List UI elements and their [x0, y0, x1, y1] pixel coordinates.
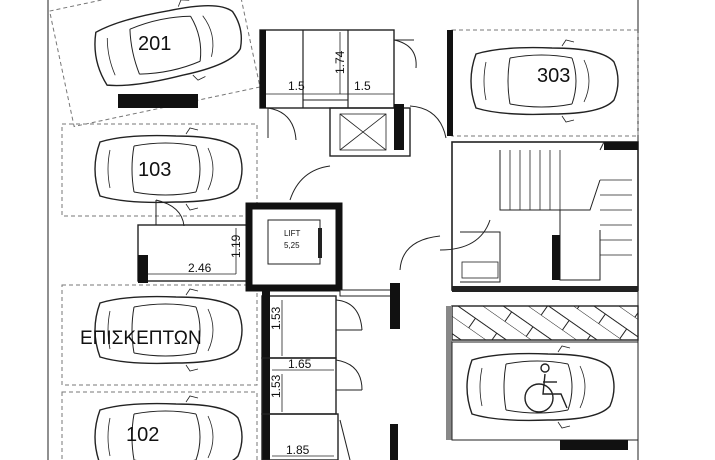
- space-label-303: 303: [537, 65, 570, 87]
- storage-middle: 1.53: [261, 288, 363, 460]
- door-swing-icon: [335, 299, 363, 331]
- dim-storage-bottom-width: 1.85: [286, 443, 310, 457]
- dim-room-left-height: 1.19: [229, 234, 243, 258]
- service-shaft: [289, 104, 447, 201]
- parking-space-visitors: ΕΠΙΣΚΕΠΤΩΝ: [61, 284, 258, 386]
- dim-storage-low-height: 1.53: [269, 374, 283, 398]
- lift: LIFT 5,25: [245, 202, 343, 292]
- lift-size: 5,25: [284, 241, 300, 250]
- car-icon: [466, 345, 615, 429]
- dim-storage-mid-height: 1.53: [269, 306, 283, 330]
- space-label-visitors: ΕΠΙΣΚΕΠΤΩΝ: [80, 328, 202, 349]
- door-swing-icon: [267, 107, 297, 141]
- space-label-201: 201: [138, 33, 171, 55]
- car-icon: [94, 395, 243, 460]
- space-label-102: 102: [126, 424, 159, 446]
- storage-low: 1.65 1.53: [261, 357, 363, 415]
- wheelchair-icon: [524, 363, 568, 413]
- dim-storage-top-right-width: 1.5: [354, 79, 371, 93]
- lift-title: LIFT: [284, 229, 301, 238]
- parking-space-accessible: [451, 341, 639, 450]
- accessible-marker: [118, 94, 198, 108]
- dim-storage-top-left-width: 1.5: [288, 79, 305, 93]
- door-swing-icon: [335, 359, 363, 391]
- storage-bottom: 1.85: [261, 413, 351, 460]
- space-label-103: 103: [138, 159, 171, 181]
- parking-space-102: 102: [61, 391, 258, 460]
- dim-room-left-width: 2.46: [188, 261, 212, 275]
- parking-space-201: 201: [49, 0, 261, 128]
- parking-space-303: 303: [447, 29, 639, 137]
- parking-space-103: 103: [61, 123, 258, 217]
- door-swing-icon: [393, 39, 417, 69]
- stairs-icon: [451, 141, 639, 292]
- hatched-zone: [446, 305, 639, 440]
- door-swing-icon: [155, 199, 185, 227]
- room-left: 2.46 1.19: [137, 199, 249, 283]
- storage-top: 1.5 1.5 1.74: [259, 29, 417, 141]
- dim-storage-top-height: 1.74: [333, 50, 347, 74]
- dim-storage-low-width: 1.65: [288, 357, 312, 371]
